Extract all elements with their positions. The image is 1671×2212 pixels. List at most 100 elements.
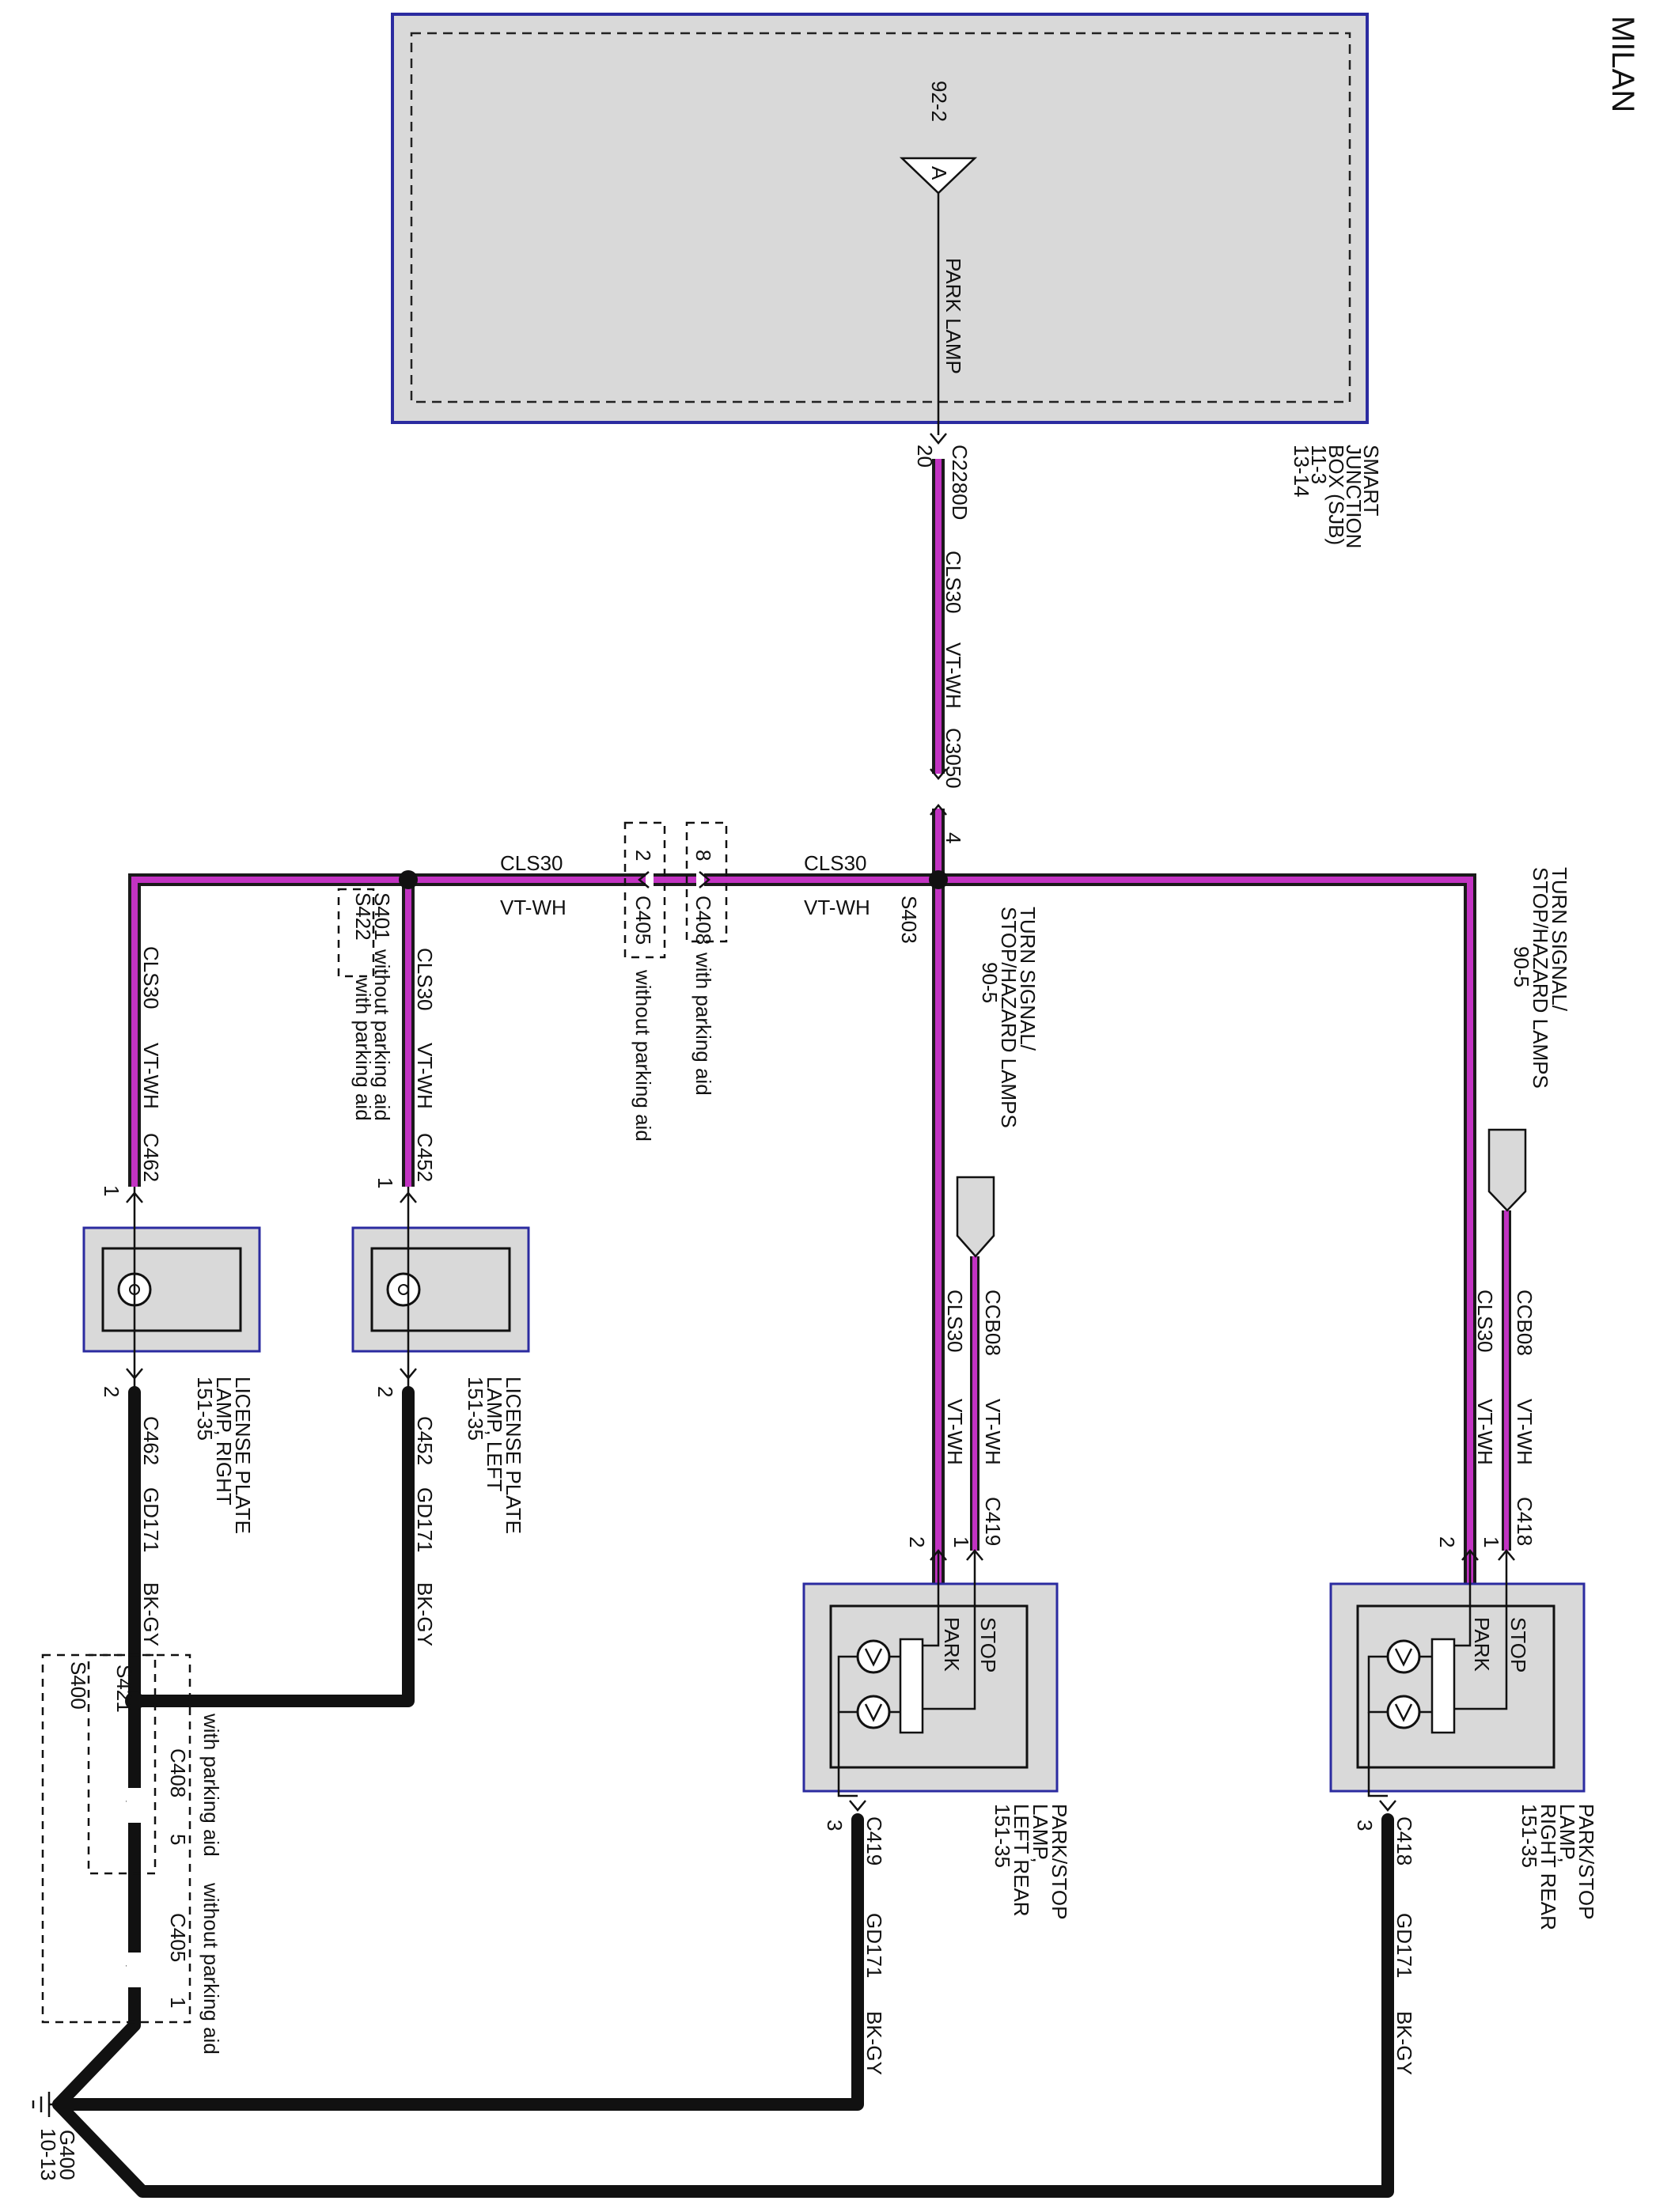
gs-c405-pin: 1 — [166, 1997, 190, 2008]
chevron-icon — [699, 871, 710, 888]
rr-stop-color: VT-WH — [1513, 1399, 1536, 1465]
lp-right-pin-gnd: 2 — [100, 1386, 123, 1397]
lr-stop-label: STOP — [976, 1617, 1000, 1672]
bus-circuit-left: CLS30 — [500, 851, 563, 875]
chevron-icon — [930, 768, 947, 780]
reference-triangle-icon — [899, 157, 978, 195]
gs-c405-note: without parking aid — [199, 1882, 223, 2055]
splice-s421 — [125, 1691, 144, 1710]
bulb-icon — [856, 1695, 891, 1729]
license-plate-lamp-left: LICENSE PLATE LAMP, LEFT 151-35 — [351, 1187, 530, 1534]
c408-label: C408 — [692, 896, 715, 945]
turn-left-line: 90-5 — [978, 962, 1002, 1003]
lp-left-gnd-color: BK-GY — [413, 1582, 437, 1646]
reference-page: 92-2 — [927, 81, 951, 122]
lr-name-line: LEFT REAR — [1010, 1804, 1033, 1917]
lr-park-color: VT-WH — [943, 1399, 967, 1465]
gs-c405-label: C405 — [166, 1913, 190, 1962]
ground-icon — [32, 2092, 59, 2117]
rr-connector-top: C418 — [1513, 1497, 1536, 1546]
lp-right-inner — [101, 1247, 242, 1332]
bulb-icon — [1386, 1639, 1421, 1674]
rr-pin-gnd: 3 — [1353, 1820, 1377, 1831]
lp-left-ground-wire — [128, 1386, 415, 1707]
lp-left-feed-circuit: CLS30 — [413, 948, 437, 1011]
gs-c408-pin: 5 — [166, 1834, 190, 1845]
chevron-icon — [930, 804, 947, 816]
rr-box — [1329, 1582, 1586, 1793]
rr-bulb-lines — [1367, 1648, 1432, 1722]
s422-note: with parking aid — [351, 977, 375, 1121]
rr-pin-stop: 1 — [1480, 1536, 1503, 1547]
lr-stop-circuit: CCB08 — [981, 1290, 1005, 1356]
lp-left-pin-in: 1 — [373, 1177, 397, 1188]
turn-right-line: 90-5 — [1510, 946, 1533, 987]
park-stop-lamp-left-rear: STOP PARK PARK/STOP LAMP, LEFT REAR 151-… — [802, 1290, 1071, 1919]
rr-connector-bottom: C418 — [1392, 1816, 1416, 1865]
c3050-label: C3050 — [942, 728, 965, 789]
c405-note: without parking aid — [631, 969, 655, 1142]
lp-left-pin-gnd: 2 — [373, 1386, 397, 1397]
lp-left-gnd-circuit: GD171 — [413, 1487, 437, 1552]
lr-connector-bottom: C419 — [862, 1816, 886, 1865]
sjb-name-line: 13-14 — [1290, 445, 1313, 498]
c405-gap — [646, 870, 654, 889]
chevron-icon — [930, 433, 947, 445]
lp-left-feed-color: VT-WH — [413, 1043, 437, 1109]
c405-pin: 2 — [631, 850, 655, 861]
sjb-name-line: JUNCTION — [1342, 445, 1366, 548]
turn-right-line: TURN SIGNAL/ — [1548, 867, 1571, 1012]
s401-label: S401 — [370, 892, 394, 941]
bulb-icon — [386, 1272, 421, 1307]
rr-gnd-circuit: GD171 — [1392, 1913, 1416, 1978]
rr-stop-label: STOP — [1506, 1617, 1530, 1672]
sjb-connector-label: C2280D — [948, 445, 972, 520]
s401-note: without parking aid — [370, 949, 394, 1121]
license-plate-lamp-right: LICENSE PLATE LAMP, RIGHT 151-35 — [82, 1187, 261, 1534]
rr-park-circuit: CLS30 — [1473, 1290, 1497, 1353]
lp-left-connector-bottom: C452 — [413, 1416, 437, 1465]
bus-color-left: VT-WH — [500, 896, 566, 919]
reference-arrow-icon — [1487, 1128, 1527, 1212]
bus-wire-core — [131, 877, 1473, 1606]
c408-note: with parking aid — [692, 952, 715, 1096]
bus-wire — [128, 873, 1476, 1606]
lr-pin-gnd: 3 — [823, 1820, 847, 1831]
lp-right-name-line: LAMP, RIGHT — [212, 1377, 236, 1506]
lr-park-label: PARK — [940, 1617, 964, 1672]
rr-stop-circuit: CCB08 — [1513, 1290, 1536, 1356]
reference-arrow-icon — [956, 1176, 995, 1258]
rr-filament-block — [1430, 1638, 1456, 1734]
sjb-name-lines: SMART JUNCTION BOX (SJB) 11-3 13-14 — [1290, 445, 1383, 548]
lp-right-feed-circuit: CLS30 — [139, 946, 163, 1009]
lp-right-name-line: 151-35 — [193, 1377, 217, 1441]
lr-name-line: LAMP, — [1029, 1804, 1052, 1863]
c3050-gap — [930, 774, 946, 809]
rr-name-line: LAMP, — [1555, 1804, 1579, 1863]
sjb-box — [391, 13, 1369, 424]
c405-option-box — [623, 821, 666, 959]
bus-circuit-right: CLS30 — [804, 851, 867, 875]
s422-label: S422 — [351, 892, 375, 941]
chevron-icon — [1379, 1800, 1396, 1812]
turn-right-line: STOP/HAZARD LAMPS — [1529, 867, 1552, 1089]
lr-name-line: PARK/STOP — [1048, 1804, 1071, 1919]
lr-pin-park: 2 — [905, 1536, 929, 1547]
ground-wires — [52, 1386, 1394, 2198]
rr-name-line: PARK/STOP — [1574, 1804, 1598, 1919]
lp-left-inner — [370, 1247, 511, 1332]
main-wire-circuit: CLS30 — [942, 551, 965, 614]
lp-right-connector-bottom: C462 — [139, 1416, 163, 1465]
lp-right-feed-color: VT-WH — [139, 1043, 163, 1109]
reference-symbol: A — [927, 166, 951, 180]
left-rear-ground-wire — [52, 1813, 864, 2111]
lp-left-name-line: 151-35 — [464, 1377, 487, 1441]
ground-connector-gap — [127, 1953, 144, 1987]
signal-wires — [128, 459, 1511, 1606]
bus-color-right: VT-WH — [804, 896, 870, 919]
turn-signal-ref-right: TURN SIGNAL/ STOP/HAZARD LAMPS 90-5 — [1487, 867, 1571, 1212]
c405-label: C405 — [631, 896, 655, 945]
ground-connector-gap — [127, 1788, 144, 1823]
lp-left-name-line: LAMP, LEFT — [483, 1377, 506, 1492]
s421-label: S421 — [112, 1665, 136, 1713]
